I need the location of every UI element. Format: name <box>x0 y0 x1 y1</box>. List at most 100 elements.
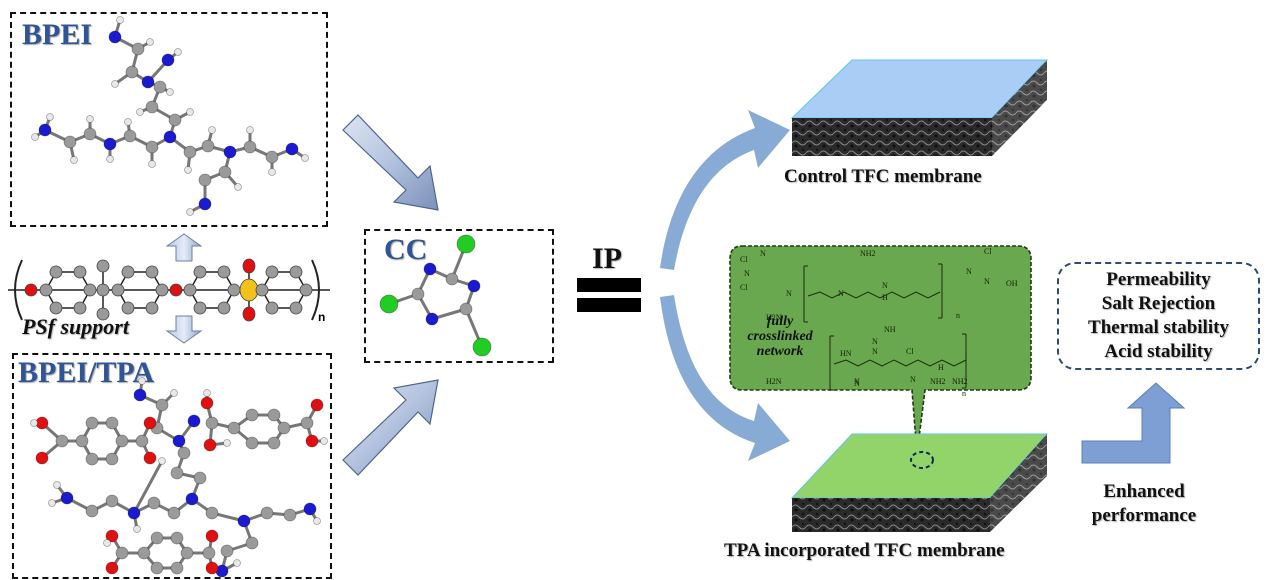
atom-c <box>145 140 159 154</box>
atom-c <box>411 287 425 301</box>
atom-c <box>180 546 194 560</box>
atom-n <box>103 137 117 151</box>
atom-h <box>133 525 141 533</box>
atom-h <box>234 183 242 191</box>
atom-c <box>131 42 145 56</box>
atom-n <box>223 145 237 159</box>
atom-o <box>203 438 217 452</box>
atom-h <box>48 499 56 507</box>
atom-c <box>145 265 159 279</box>
chem-label: NH2 <box>930 377 946 386</box>
atom-n <box>303 502 317 516</box>
bpei-tpa-label: BPEI/TPA <box>18 356 155 389</box>
atom-c <box>255 283 269 297</box>
chem-label: N <box>984 277 990 286</box>
atom-c <box>135 434 149 448</box>
atom-o <box>24 283 38 297</box>
network-label-line-2: crosslinked <box>747 329 813 344</box>
up-arrow-icon <box>165 233 203 262</box>
atom-c <box>265 265 279 279</box>
atom-o <box>205 529 219 543</box>
atom-h <box>184 166 192 174</box>
atom-c <box>115 546 129 560</box>
atom-n <box>141 75 155 89</box>
chem-label: NH <box>884 325 896 334</box>
atom-c <box>39 283 53 297</box>
cc-label: CC <box>384 233 428 266</box>
atom-s <box>239 278 259 302</box>
atom-h <box>170 389 178 397</box>
atom-o <box>143 416 157 430</box>
atom-c <box>245 436 259 450</box>
chem-label: H2N <box>766 313 782 322</box>
atom-c <box>265 301 279 315</box>
curved-arrow-down-icon <box>660 295 790 461</box>
atom-o <box>305 434 319 448</box>
atom-h <box>158 457 166 465</box>
atom-c <box>111 283 125 297</box>
atom-c <box>49 265 63 279</box>
atom-c <box>459 302 473 316</box>
atom-c <box>177 446 191 460</box>
atom-c <box>217 301 231 315</box>
atom-c <box>245 536 259 550</box>
atom-c <box>227 421 241 435</box>
atom-h <box>174 48 182 56</box>
crosslinked-network-callout <box>729 245 1032 455</box>
atom-n <box>127 506 141 520</box>
atom-c <box>150 561 164 575</box>
chem-label: Cl <box>906 347 914 356</box>
atom-c <box>155 283 169 297</box>
atom-c <box>277 421 291 435</box>
atom-h <box>223 439 231 447</box>
atom-h <box>70 156 78 164</box>
atom-c <box>245 408 259 422</box>
atom-c <box>83 127 97 141</box>
atom-c <box>137 546 151 560</box>
atom-c <box>105 416 119 430</box>
curved-arrow-up-icon <box>660 110 790 270</box>
chem-label: N <box>760 249 766 258</box>
atom-cl <box>456 234 476 254</box>
bpei-structure-panel <box>10 12 328 227</box>
chem-label: N <box>966 267 972 276</box>
atom-h <box>31 133 39 141</box>
atom-h <box>233 559 241 567</box>
atom-c <box>217 265 231 279</box>
bracket <box>829 333 967 391</box>
atom-n <box>133 388 147 402</box>
atom-n <box>423 262 437 276</box>
chem-label: NH2 <box>860 249 876 258</box>
atom-n <box>285 142 299 156</box>
psf-subscript-n: n <box>318 310 326 324</box>
atom-n <box>198 197 212 211</box>
atom-c <box>218 165 232 179</box>
chem-label: Cl <box>740 255 748 264</box>
atom-c <box>83 283 97 297</box>
atom-c <box>85 452 99 466</box>
down-arrow-icon <box>165 315 203 344</box>
atom-c <box>193 301 207 315</box>
ip-label: IP <box>592 242 622 275</box>
atom-h <box>46 113 54 121</box>
atom-h <box>124 118 132 126</box>
atom-c <box>193 265 207 279</box>
chem-label: HN <box>840 349 852 358</box>
atom-c <box>145 301 159 315</box>
atom-c <box>289 265 303 279</box>
tpa-tfc-membrane-image <box>790 433 1049 532</box>
atom-n <box>60 491 74 505</box>
chem-label: N <box>838 289 844 298</box>
atom-c <box>168 113 182 127</box>
atom-c <box>267 436 281 450</box>
equals-bar-bottom <box>577 298 641 312</box>
chem-label: N <box>872 347 878 356</box>
atom-o <box>205 561 219 575</box>
bpei-molecule-image <box>31 16 309 216</box>
property-acid-stability: Acid stability <box>1104 341 1213 362</box>
atom-c <box>125 65 139 79</box>
control-tfc-membrane-label: Control TFC membrane <box>784 166 982 187</box>
bpei-tpa-structure-panel <box>12 353 332 579</box>
atom-h <box>138 377 146 385</box>
